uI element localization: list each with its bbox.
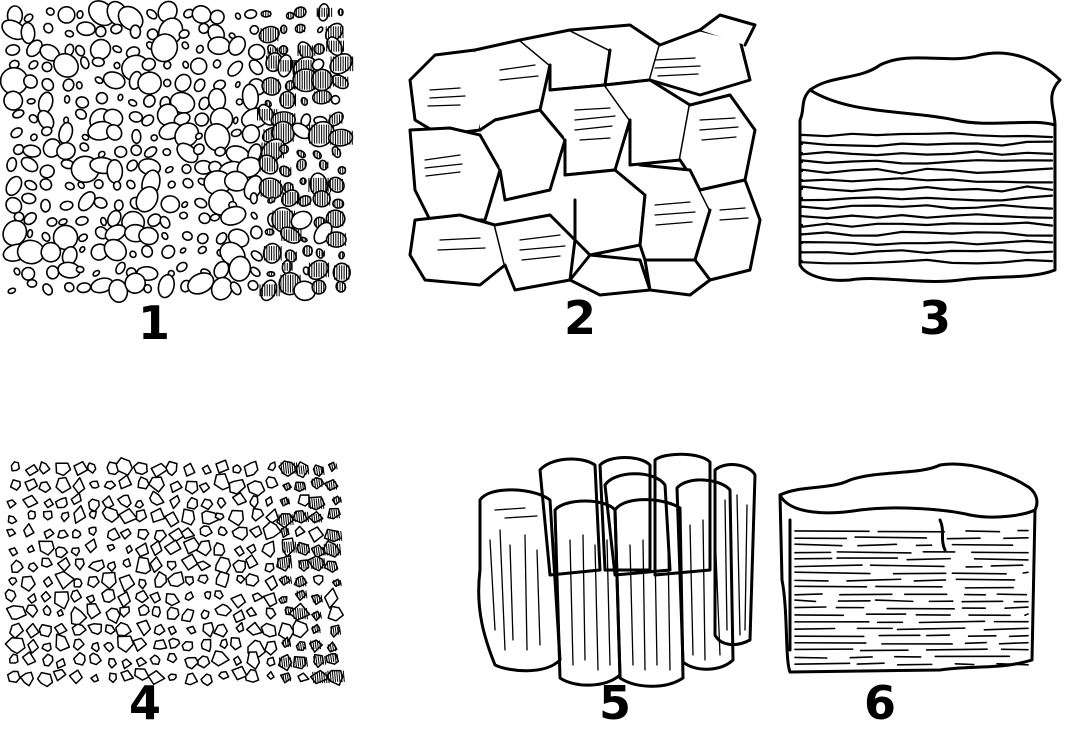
platy-layered-aggregate-icon [790,40,1065,290]
panel-5-columnar [465,450,765,700]
panel-5-number: 5 [555,680,675,726]
granular-rounded-aggregate-icon [5,5,355,305]
columnar-aggregate-icon [465,450,765,700]
panel-3-platy [790,40,1065,290]
panel-4-crumb [5,460,350,690]
blocky-angular-aggregate-icon [400,10,780,300]
massive-platy-block-icon [770,460,1055,690]
panel-1-granular [5,5,355,305]
crumb-angular-aggregate-icon [5,460,350,690]
panel-6-number: 6 [820,680,940,726]
panel-2-number: 2 [520,295,640,341]
panel-4-number: 4 [85,680,205,726]
panel-2-blocky [400,10,780,300]
panel-3-number: 3 [875,295,995,341]
panel-1-number: 1 [94,300,214,346]
panel-6-massive [770,460,1055,690]
